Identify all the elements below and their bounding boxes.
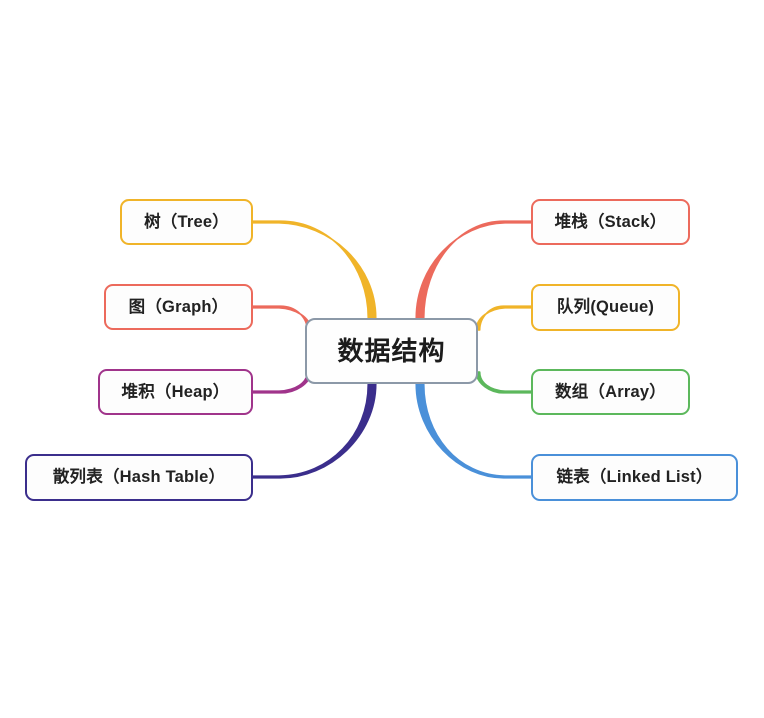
node-graph[interactable]: 图（Graph）: [104, 284, 253, 330]
node-linked-list-label: 链表（Linked List）: [556, 468, 713, 487]
node-tree[interactable]: 树（Tree）: [120, 199, 253, 245]
branch-connector-linked-list: [415, 383, 532, 479]
node-heap-label: 堆积（Heap）: [121, 382, 230, 401]
node-linked-list[interactable]: 链表（Linked List）: [531, 454, 738, 501]
branch-connector-graph: [252, 305, 312, 331]
branch-connector-array: [475, 371, 532, 394]
node-hash-table[interactable]: 散列表（Hash Table）: [25, 454, 253, 501]
branch-connector-stack: [415, 220, 532, 319]
node-graph-label: 图（Graph）: [128, 297, 229, 316]
node-stack[interactable]: 堆栈（Stack）: [531, 199, 690, 245]
node-hash-table-label: 散列表（Hash Table）: [52, 468, 226, 487]
branch-connector-heap: [252, 371, 312, 394]
central-node-label: 数据结构: [337, 336, 446, 366]
node-tree-label: 树（Tree）: [144, 212, 229, 231]
branch-connector-hash-table: [252, 383, 377, 479]
node-array[interactable]: 数组（Array）: [531, 369, 690, 415]
node-queue[interactable]: 队列(Queue): [531, 284, 680, 331]
branch-connector-queue: [475, 305, 532, 331]
node-array-label: 数组（Array）: [555, 382, 666, 401]
node-queue-label: 队列(Queue): [556, 298, 655, 317]
central-node-data-structure[interactable]: 数据结构: [305, 318, 478, 384]
node-stack-label: 堆栈（Stack）: [554, 212, 667, 231]
node-heap[interactable]: 堆积（Heap）: [98, 369, 253, 415]
branch-connector-tree: [252, 220, 377, 319]
